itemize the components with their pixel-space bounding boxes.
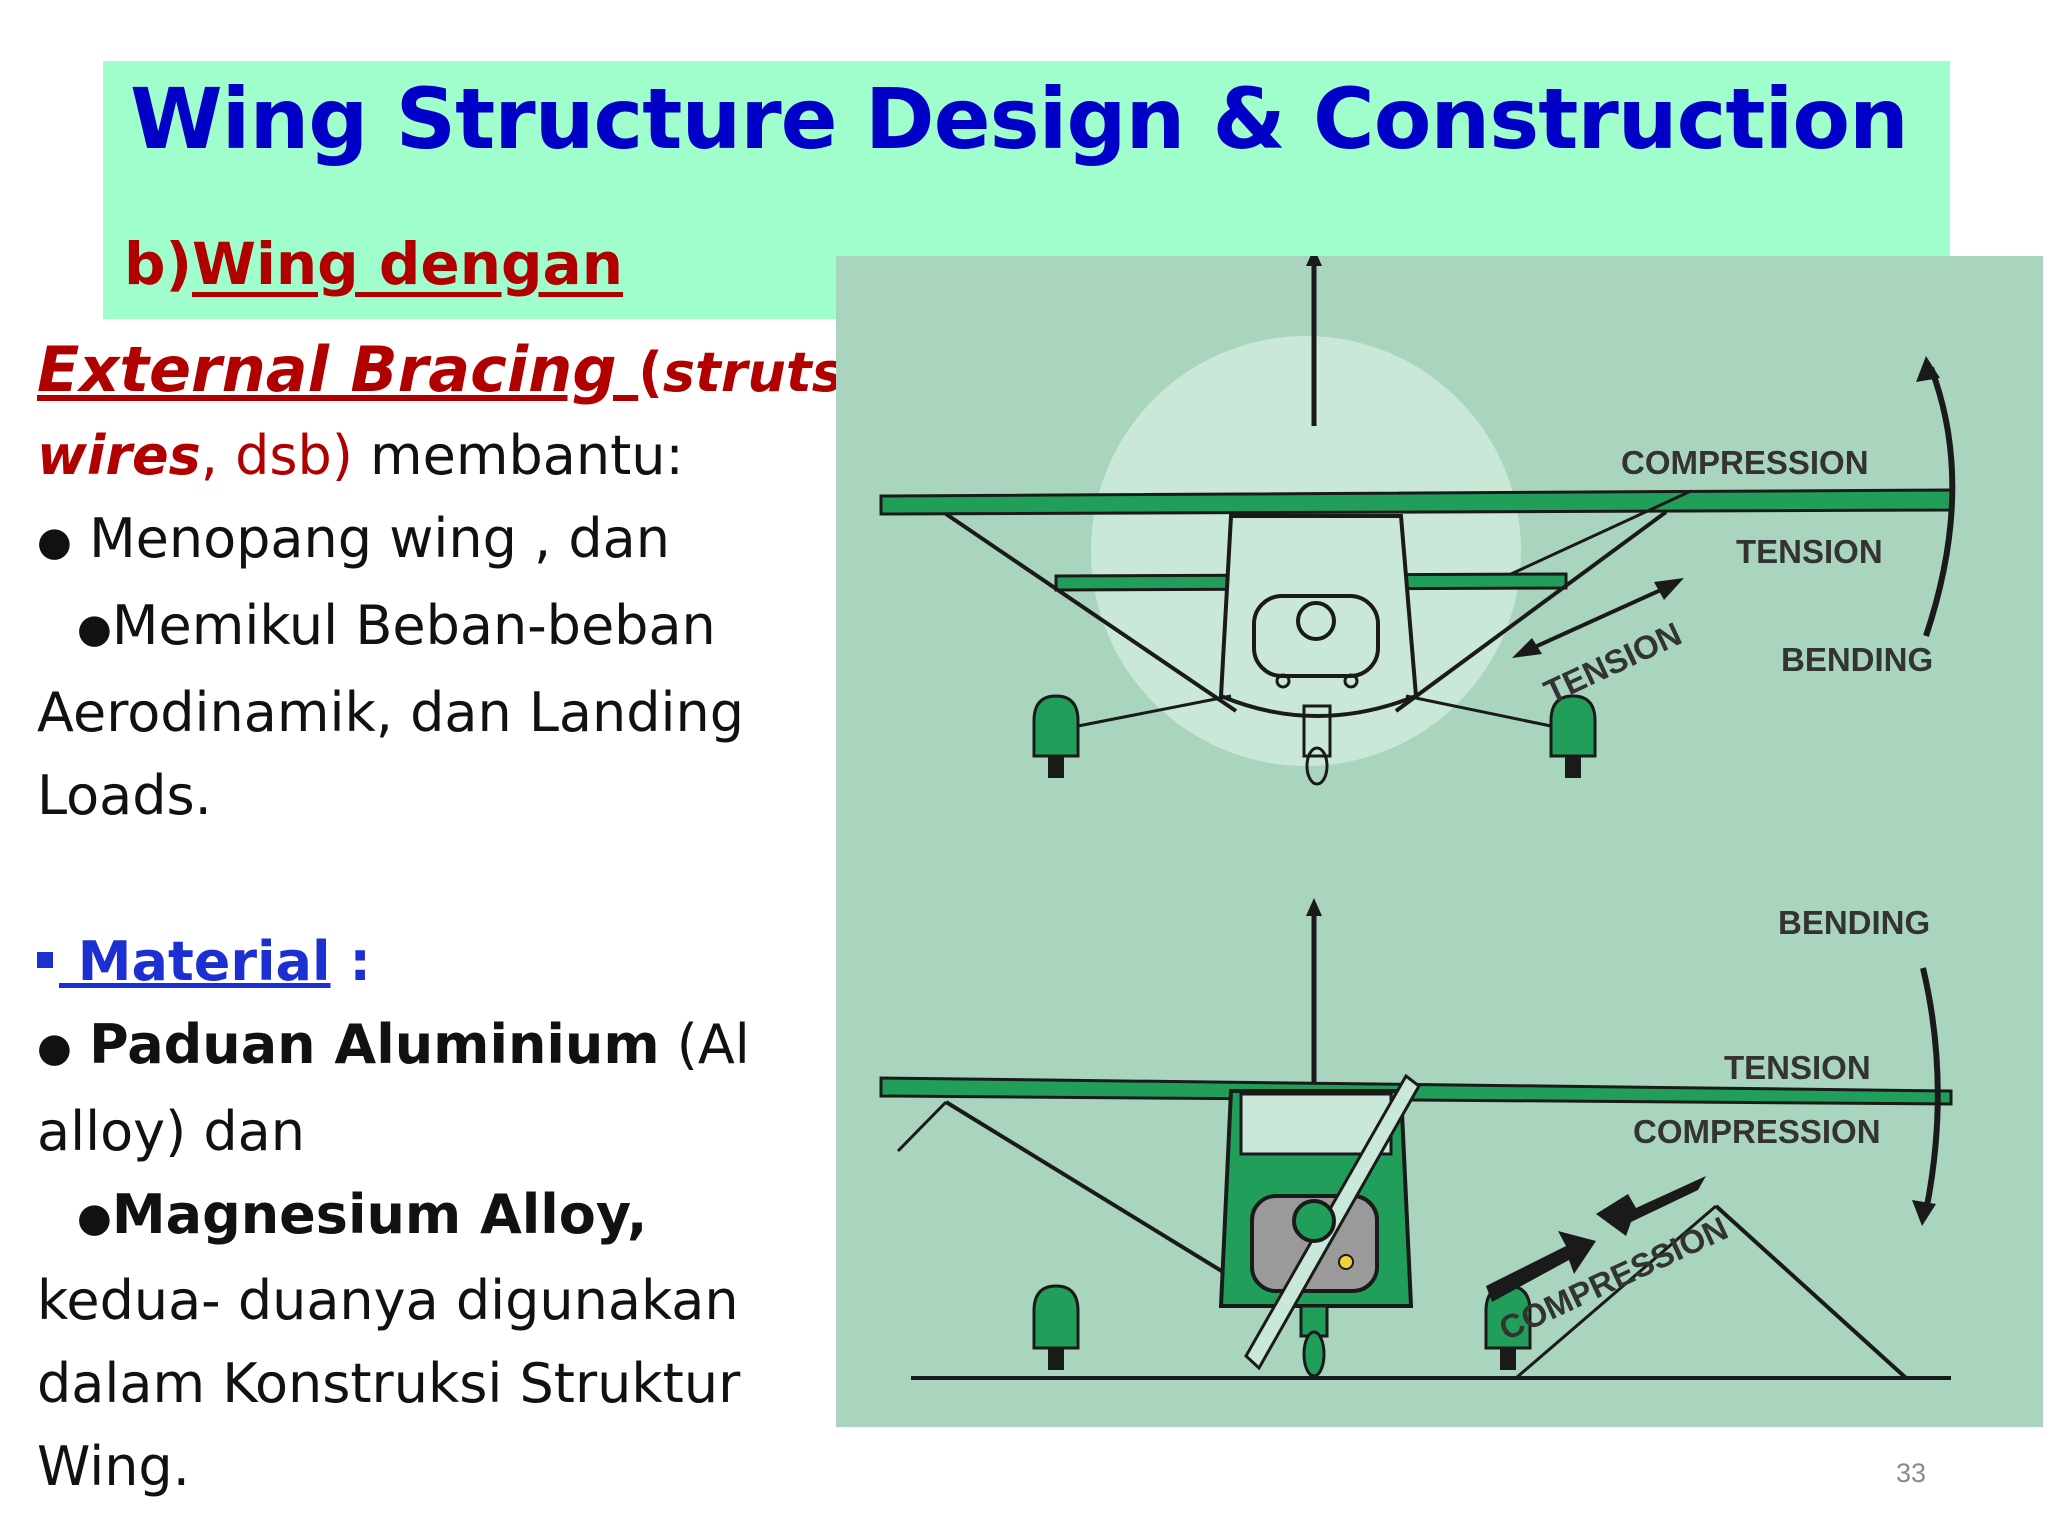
spinner	[1296, 601, 1336, 641]
bullet-dot-icon: ●	[37, 518, 72, 565]
right-strut	[1394, 510, 1668, 713]
slide-title: Wing Structure Design & Construction	[130, 70, 1909, 168]
bending-arrow-top	[1923, 366, 1956, 637]
material-label: Material	[59, 929, 331, 993]
bullet-bold-text: Magnesium Alloy,	[111, 1182, 648, 1246]
bullet-dot-icon: ●	[77, 1194, 112, 1241]
label-bending-bottom: BENDING	[1778, 904, 1930, 941]
membantu-text: membantu:	[352, 424, 684, 487]
bullet-continuation: Loads.	[37, 763, 212, 827]
bullet-continuation: Wing.	[37, 1435, 190, 1499]
bullet-text: (Al	[659, 1012, 750, 1076]
line-wires: wires, dsb) membantu:	[37, 414, 837, 497]
label-tension-top: TENSION	[1736, 533, 1883, 570]
material-colon: :	[330, 929, 371, 993]
label-bending-top: BENDING	[1781, 641, 1933, 678]
square-bullet-icon	[37, 951, 53, 968]
bullet-continuation: kedua- duanya digunakan	[37, 1269, 739, 1333]
wires-term: wires	[37, 424, 201, 487]
bottom-aircraft	[879, 898, 1953, 1380]
left-strut	[944, 1100, 1248, 1288]
bullet-dot-icon: ●	[37, 1024, 72, 1071]
compression-arrow-right	[1596, 1176, 1706, 1236]
compression-arrow-left	[1486, 1231, 1596, 1302]
bullet-paduan: ● Paduan Aluminium (Al	[37, 1003, 837, 1090]
fuselage	[1218, 514, 1419, 718]
label-compression-top: COMPRESSION	[1621, 444, 1869, 481]
bullet-magnesium: ●Magnesium Alloy,	[37, 1173, 837, 1260]
tension-arrow	[1525, 582, 1675, 653]
slide-subtitle: b)Wing dengan	[124, 230, 623, 298]
body-text: External Bracing (struts, wires, dsb) me…	[37, 328, 864, 1508]
subtitle-underlined: Wing dengan	[192, 230, 623, 298]
wing-bracing-illustration: COMPRESSION TENSION BENDING TENSION BEND…	[836, 256, 2043, 1427]
bullet-continuation: dalam Konstruksi Struktur	[37, 1352, 741, 1416]
cowling	[1252, 594, 1380, 678]
dsb-text: , dsb)	[200, 424, 353, 487]
external-bracing-term: External Bracing	[37, 333, 639, 406]
bullet-memikul: ●Memikul Beban-beban	[37, 584, 837, 671]
top-aircraft	[879, 256, 1956, 786]
right-wheel	[1549, 694, 1597, 758]
bullet-dot-icon: ●	[77, 605, 112, 652]
label-tension-bottom: TENSION	[1724, 1049, 1871, 1086]
left-strut	[944, 512, 1238, 713]
right-strut	[1714, 1204, 1908, 1380]
spinner	[1292, 1199, 1336, 1243]
nose-gear	[1302, 704, 1332, 758]
page-number: 33	[1896, 1458, 1927, 1488]
left-wheel	[1032, 694, 1080, 758]
bullet-bold-text: Paduan Aluminium	[89, 1012, 660, 1076]
label-compression-bottom: COMPRESSION	[1633, 1113, 1881, 1150]
left-wheel	[1032, 1284, 1080, 1350]
subtitle-prefix: b)	[124, 230, 193, 298]
bending-arrow-bottom	[1920, 967, 1941, 1212]
spacer	[37, 837, 837, 920]
bullet-text: Memikul Beban-beban	[111, 593, 716, 657]
struts-term: struts,	[662, 341, 865, 404]
bullet-continuation: Aerodinamik, dan Landing	[37, 680, 745, 744]
line-external-bracing: External Bracing (struts,	[37, 328, 864, 414]
bullet-continuation: alloy) dan	[37, 1099, 305, 1163]
bullet-menopang: ● Menopang wing , dan	[37, 497, 837, 584]
bullet-text: Menopang wing , dan	[89, 507, 670, 570]
material-heading: Material :	[37, 920, 837, 1003]
wing-top	[879, 488, 1953, 516]
paren-open: (	[638, 341, 663, 404]
